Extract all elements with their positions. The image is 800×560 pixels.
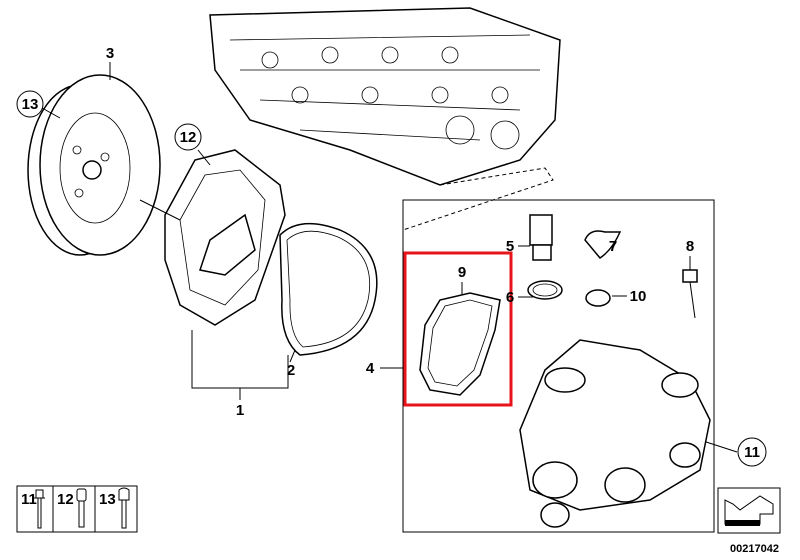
callout-13[interactable]: 13 (22, 96, 39, 113)
flange-bolt-icon (34, 489, 45, 529)
o-ring-illustration (585, 289, 611, 307)
highlight-box (403, 251, 513, 407)
retaining-clip-illustration (584, 230, 622, 259)
thermostat-housing-illustration (519, 339, 711, 528)
callout-8[interactable]: 8 (686, 238, 694, 255)
legend-label-12: 12 (57, 491, 74, 508)
callout-4[interactable]: 4 (366, 360, 375, 377)
callout-5[interactable]: 5 (506, 238, 514, 255)
water-pump-illustration (164, 149, 286, 326)
cylinder-head-illustration (209, 7, 561, 186)
thermostat-gasket-illustration (419, 292, 501, 396)
pulley-illustration (27, 74, 161, 256)
pump-gasket-illustration (279, 222, 378, 356)
callout-6[interactable]: 6 (506, 289, 514, 306)
callout-12[interactable]: 12 (180, 129, 197, 146)
callout-circle-11 (737, 437, 767, 467)
bleed-screw-illustration (682, 269, 698, 319)
hex-bolt-icon (118, 487, 130, 529)
legend-label-11: 11 (21, 491, 37, 508)
diagram-code: 00217042 (730, 543, 779, 555)
callout-3[interactable]: 3 (106, 45, 114, 62)
leader-dashed (402, 167, 554, 231)
callout-10[interactable]: 10 (630, 288, 647, 305)
callout-7[interactable]: 7 (609, 238, 617, 255)
arrow-down-left-icon[interactable] (717, 487, 781, 534)
legend-label-13: 13 (99, 491, 116, 508)
callout-2[interactable]: 2 (287, 362, 295, 379)
callout-9[interactable]: 9 (458, 264, 466, 281)
socket-head-bolt-icon (76, 488, 87, 528)
callout-11[interactable]: 11 (744, 444, 760, 461)
thermostat-assembly-frame (402, 199, 715, 533)
fastener-legend: 11 12 13 (16, 485, 138, 533)
temperature-sensor-illustration (527, 214, 563, 300)
callout-circle-13 (16, 90, 44, 118)
callout-circle-12 (174, 123, 202, 151)
callout-1[interactable]: 1 (236, 402, 244, 419)
